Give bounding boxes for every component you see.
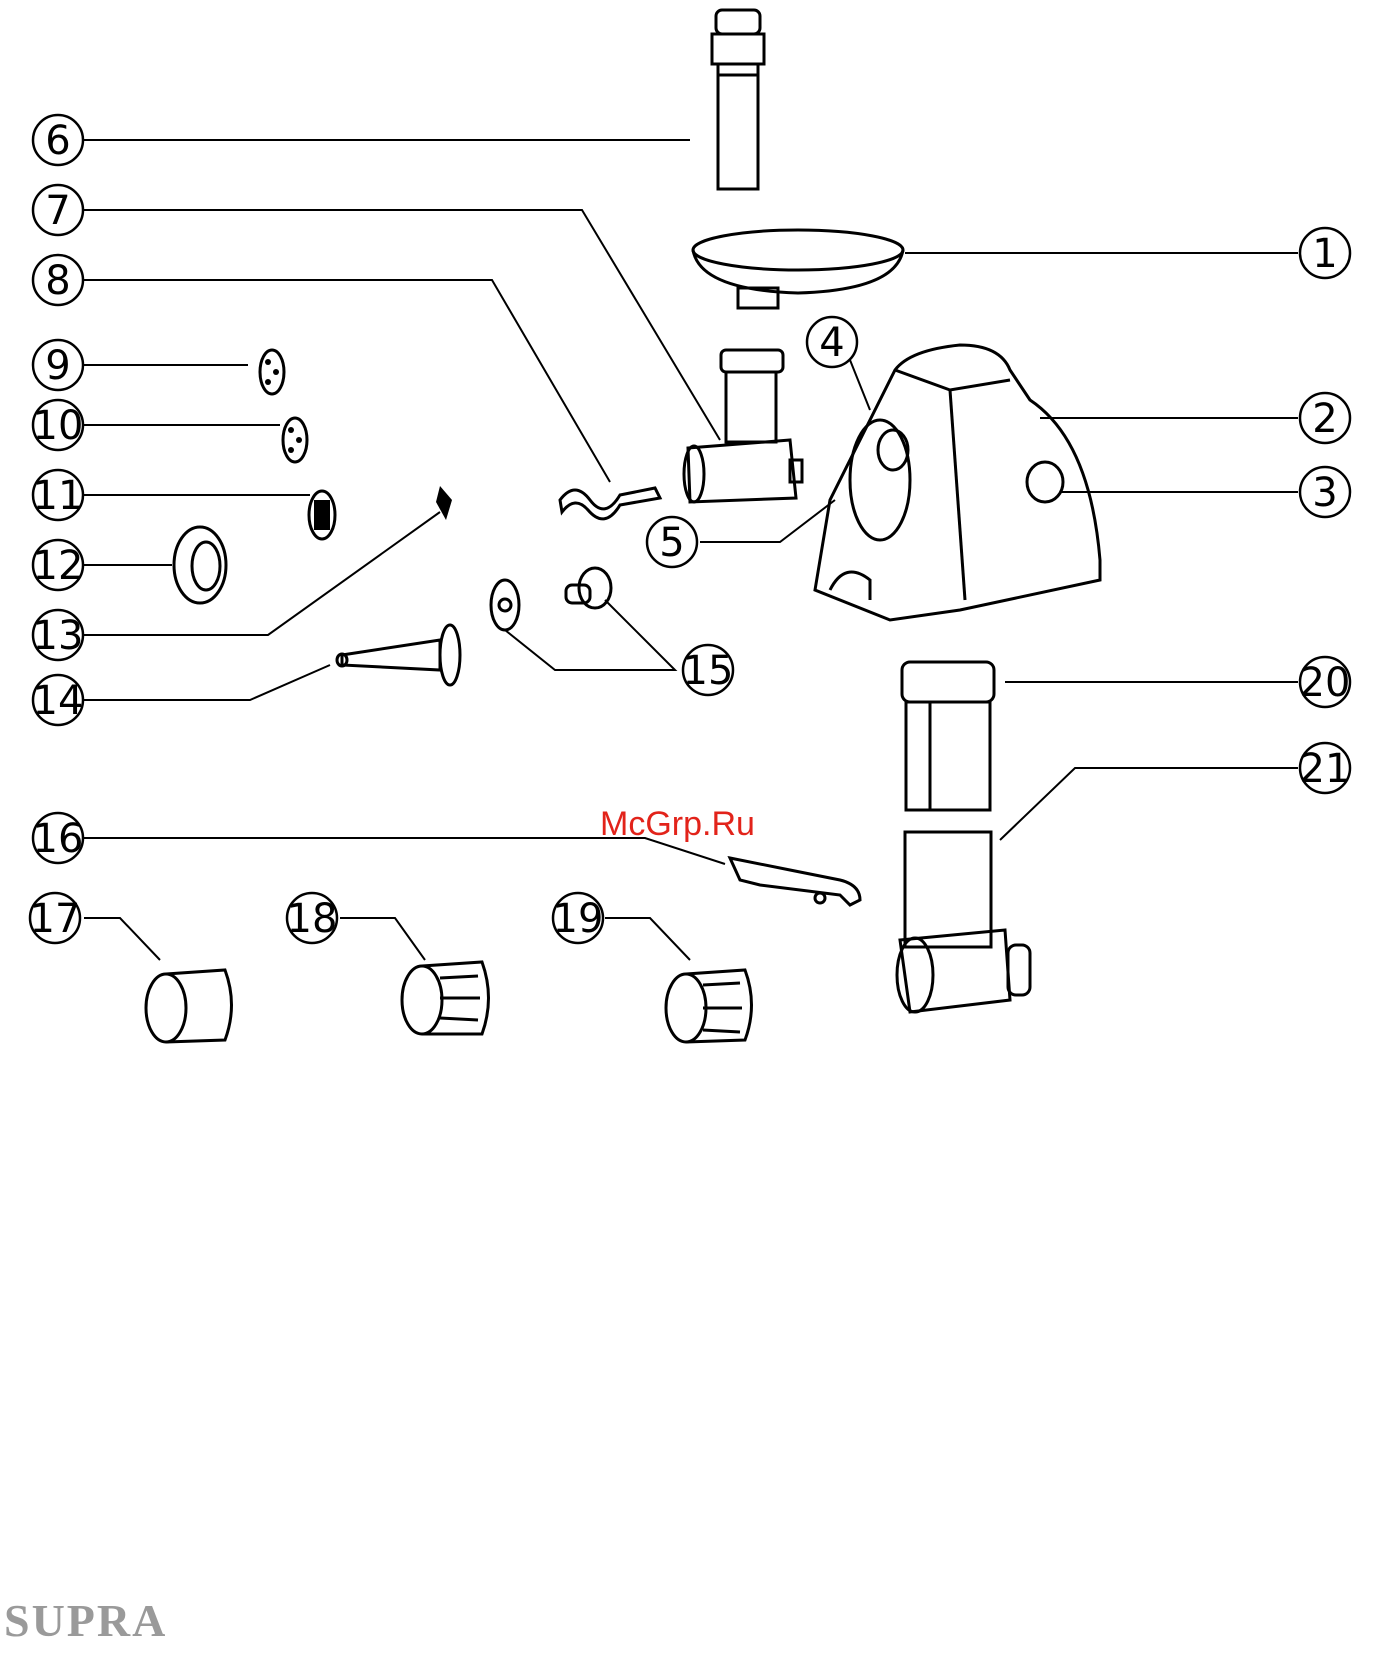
callout-18: 18 [287, 893, 338, 943]
callout-15-label: 15 [683, 648, 734, 694]
callout-12-label: 12 [33, 543, 84, 589]
callout-2-label: 2 [1312, 396, 1337, 442]
part-drum-slicer [146, 970, 232, 1042]
part-blade [436, 486, 452, 520]
brand-logo: SUPRA [4, 1594, 167, 1647]
callout-10: 10 [33, 400, 84, 450]
part-auger [560, 488, 660, 519]
callout-7-label: 7 [45, 188, 70, 234]
callout-11: 11 [33, 470, 84, 520]
part-pusher [712, 10, 764, 189]
part-sausage-nozzle [337, 625, 460, 685]
callout-1: 1 [1300, 228, 1350, 278]
callout-5: 5 [647, 517, 697, 567]
callout-11-label: 11 [33, 473, 84, 519]
callout-3: 3 [1300, 467, 1350, 517]
part-grinder-head [684, 350, 802, 502]
callout-20-label: 20 [1300, 660, 1351, 706]
callout-8: 8 [33, 255, 83, 305]
callout-9: 9 [33, 340, 83, 390]
part-plate-coarse [309, 491, 335, 539]
callout-7: 7 [33, 185, 83, 235]
callout-4-label: 4 [819, 320, 844, 366]
part-tray [693, 230, 903, 308]
callout-4: 4 [807, 317, 857, 367]
callout-9-label: 9 [45, 343, 70, 389]
part-cutter-body [897, 832, 1030, 1012]
callout-14-label: 14 [33, 678, 84, 724]
callout-6-label: 6 [45, 118, 70, 164]
callout-8-label: 8 [45, 258, 70, 304]
part-cutter-pusher [730, 858, 860, 905]
callout-17-label: 17 [30, 896, 81, 942]
callout-21-label: 21 [1300, 746, 1351, 792]
callout-13: 13 [33, 610, 84, 660]
callout-17: 17 [30, 893, 81, 943]
part-plate-medium [283, 418, 307, 462]
callout-3-label: 3 [1312, 470, 1337, 516]
callout-2: 2 [1300, 393, 1350, 443]
callout-10-label: 10 [33, 403, 84, 449]
part-kebbe-attachments [491, 568, 611, 630]
part-drum-coarse-shredder [402, 962, 489, 1034]
part-ring-nut [174, 527, 226, 603]
callout-1-label: 1 [1312, 231, 1337, 277]
callout-16-label: 16 [33, 816, 84, 862]
callout-12: 12 [33, 540, 84, 590]
part-motor-housing [815, 345, 1100, 620]
callout-20: 20 [1300, 657, 1351, 707]
callout-18-label: 18 [287, 896, 338, 942]
callout-16: 16 [33, 813, 84, 863]
part-cutter-holder [902, 662, 994, 810]
part-plate-fine [260, 350, 284, 394]
part-drum-fine-shredder [666, 970, 752, 1042]
callout-19: 19 [553, 893, 604, 943]
callout-21: 21 [1300, 743, 1351, 793]
callout-5-label: 5 [659, 520, 684, 566]
callout-6: 6 [33, 115, 83, 165]
callout-15: 15 [683, 645, 734, 695]
watermark-text: McGrp.Ru [600, 805, 755, 844]
callout-19-label: 19 [553, 896, 604, 942]
callout-14: 14 [33, 675, 84, 725]
callout-13-label: 13 [33, 613, 84, 659]
